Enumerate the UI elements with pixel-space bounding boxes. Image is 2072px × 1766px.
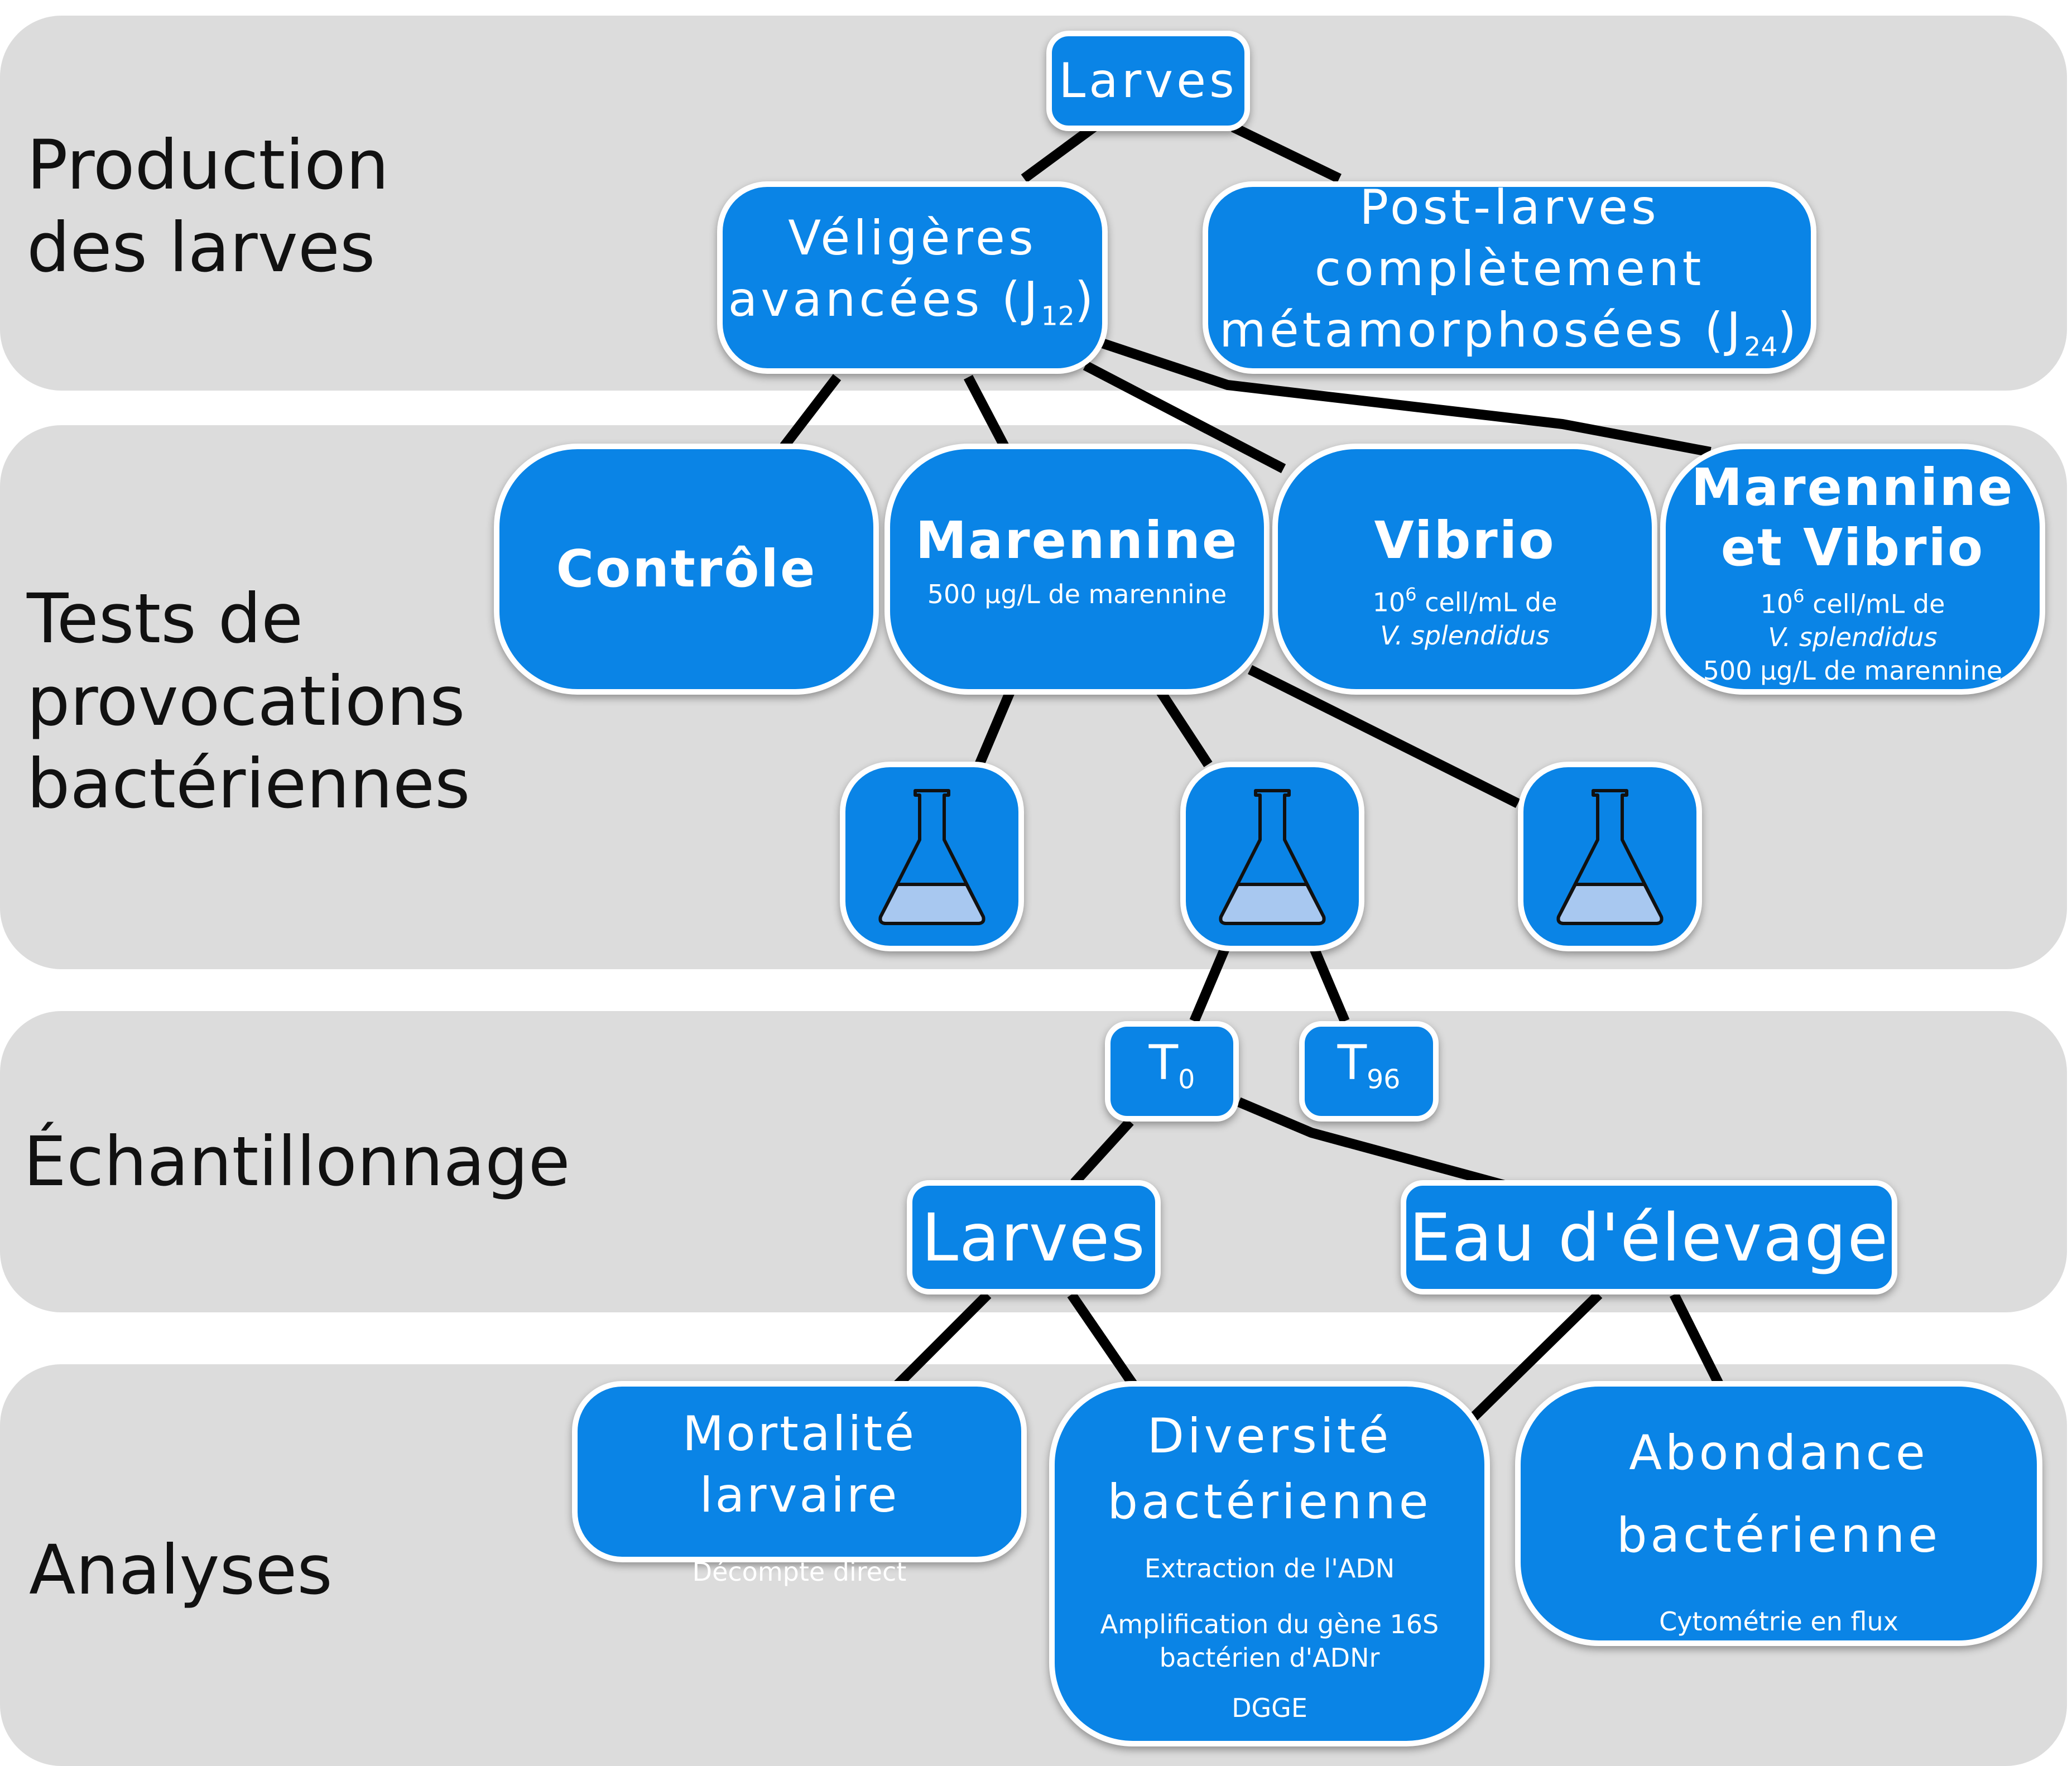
- veligeres-close: ): [1074, 272, 1097, 328]
- t0-letter: T: [1148, 1034, 1179, 1091]
- flask-icon: [1556, 789, 1664, 925]
- vibrio-dose-unit: cell/mL de: [1416, 587, 1557, 618]
- node-diversite: Diversité bactérienne Extraction de l'AD…: [1049, 1381, 1490, 1746]
- node-t96: T96: [1299, 1021, 1439, 1122]
- flask-replicate-1: [840, 762, 1024, 951]
- node-abondance: Abondance bactérienne Cytométrie en flux: [1515, 1381, 2042, 1646]
- flask-replicate-2: [1180, 762, 1364, 951]
- mv-species: V. splendidus: [1768, 622, 1938, 653]
- mv-dose-base: 10: [1760, 589, 1794, 619]
- node-larves-sample: Larves: [907, 1180, 1161, 1295]
- t96-letter: T: [1337, 1034, 1367, 1091]
- vibrio-dose-base: 10: [1372, 587, 1406, 618]
- node-post-larves: Post-larves complètement métamorphosées …: [1203, 180, 1816, 374]
- section-label-analyses: Analyses: [29, 1531, 333, 1610]
- node-mortalite: Mortalité larvaire Décompte direct: [572, 1381, 1027, 1587]
- post-larves-day: 24: [1744, 331, 1778, 363]
- vibrio-species: V. splendidus: [1380, 620, 1550, 651]
- node-controle: Contrôle: [494, 444, 879, 695]
- section-label-sampling: Échantillonnage: [23, 1122, 570, 1201]
- node-eau-elevage: Eau d'élevage: [1401, 1180, 1897, 1295]
- t0-time: 0: [1178, 1064, 1195, 1095]
- post-larves-text: Post-larves complètement métamorphosées …: [1219, 180, 1744, 359]
- node-vibrio: Vibrio 106 cell/mL de V. splendidus: [1272, 444, 1657, 695]
- mv-dose-unit: cell/mL de: [1804, 589, 1945, 619]
- veligeres-text: Véligères avancées (J: [728, 210, 1041, 328]
- t96-time: 96: [1367, 1064, 1401, 1095]
- section-label-tests: Tests de provocations bactériennes: [27, 579, 470, 824]
- flask-replicate-3: [1518, 762, 1702, 951]
- vibrio-dose-exp: 6: [1405, 584, 1417, 605]
- flask-icon: [1219, 789, 1326, 925]
- node-larves-source: Larves: [1046, 31, 1250, 131]
- node-marennine: Marennine 500 µg/L de marennine: [884, 444, 1270, 695]
- node-marennine-vibrio: Marennine et Vibrio 106 cell/mL de V. sp…: [1660, 444, 2045, 695]
- node-t0: T0: [1105, 1021, 1239, 1122]
- node-veligeres: Véligères avancées (J12): [717, 181, 1108, 374]
- post-larves-close: ): [1777, 302, 1800, 359]
- veligeres-day: 12: [1041, 301, 1075, 332]
- section-label-production: Production des larves: [27, 126, 390, 287]
- flask-icon: [878, 789, 985, 925]
- mv-dose-exp: 6: [1793, 585, 1805, 607]
